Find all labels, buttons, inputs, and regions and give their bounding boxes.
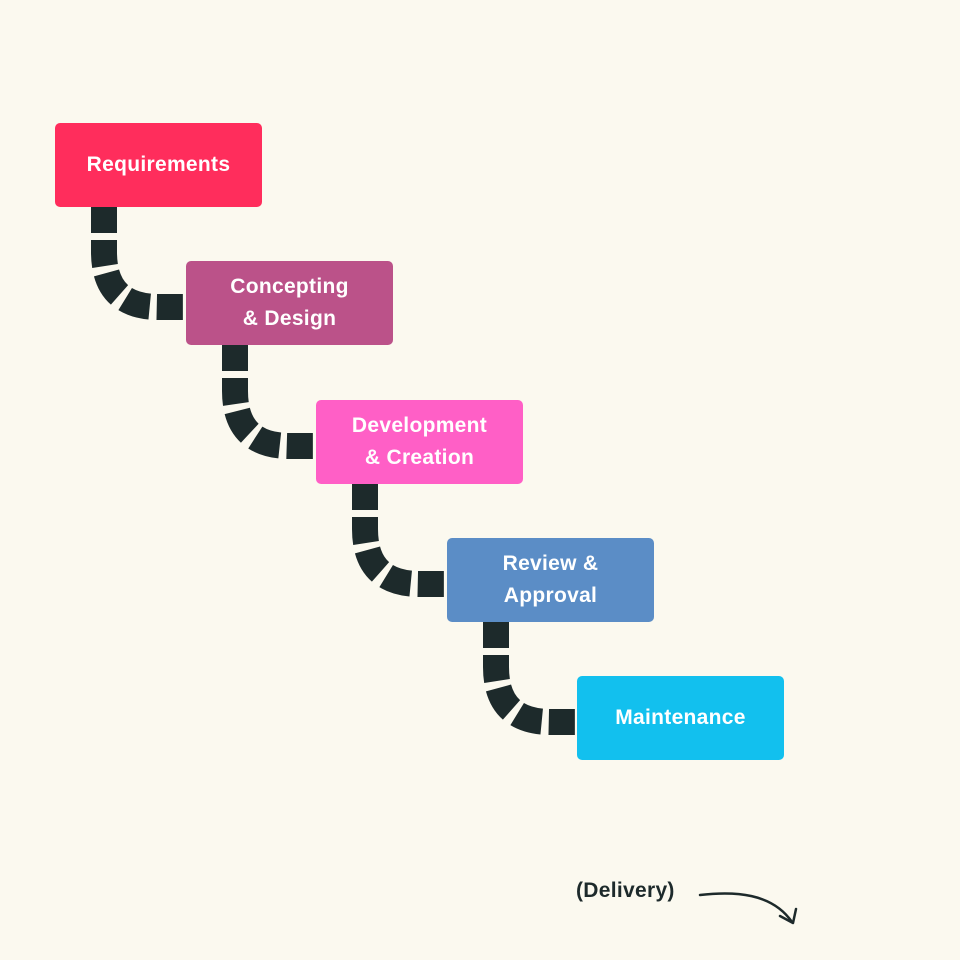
delivery-label: (Delivery)	[576, 879, 675, 902]
step-label-line: Concepting	[230, 275, 349, 298]
step-label-line: & Creation	[364, 446, 475, 469]
connector-line	[91, 207, 186, 320]
step-development-creation: Development & Creation	[316, 400, 523, 484]
connector-line	[352, 484, 447, 597]
step-label-line: & Design	[242, 307, 337, 330]
step-label: Requirements	[87, 149, 231, 181]
step-concepting-design: Concepting & Design	[186, 261, 393, 345]
step-label: Maintenance	[615, 702, 746, 734]
step-requirements: Requirements	[55, 123, 262, 207]
connector-line	[483, 622, 577, 735]
step-label-line: Approval	[503, 584, 598, 607]
step-label-line: Development	[351, 414, 488, 437]
step-label: Development & Creation	[352, 410, 487, 474]
connector-line	[222, 345, 316, 459]
step-maintenance: Maintenance	[577, 676, 784, 760]
step-review-approval: Review & Approval	[447, 538, 654, 622]
step-label-line: Review &	[502, 552, 599, 575]
step-label-line: Maintenance	[615, 706, 746, 729]
step-label: Concepting & Design	[230, 271, 349, 335]
step-label-line: Requirements	[86, 153, 231, 176]
step-label: Review & Approval	[503, 548, 599, 612]
